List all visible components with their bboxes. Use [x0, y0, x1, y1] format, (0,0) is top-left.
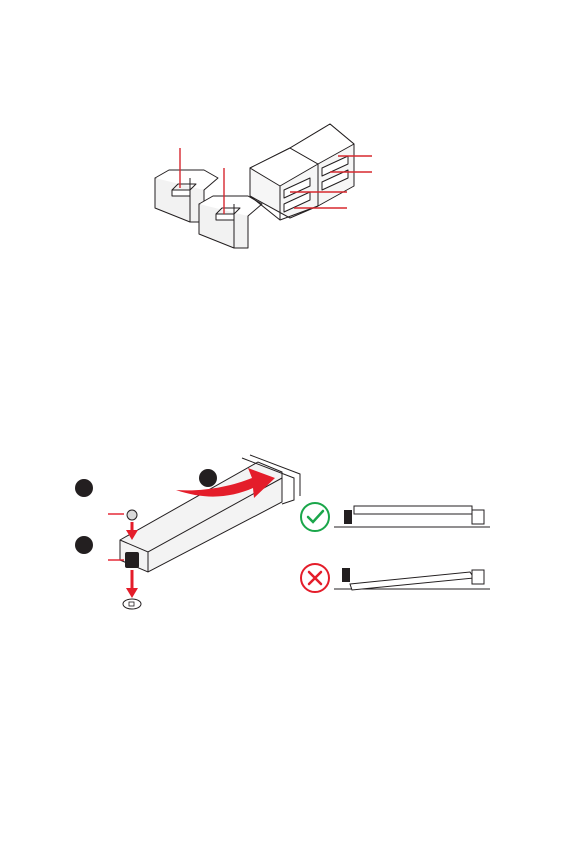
step-badge-3	[75, 536, 93, 554]
m2-standoff	[123, 552, 141, 609]
correct-install-view	[301, 503, 490, 531]
incorrect-install-view	[301, 564, 490, 592]
step-badge-2	[199, 469, 217, 487]
m2-installation-diagram	[0, 440, 567, 640]
check-circle-icon	[301, 503, 329, 531]
sata-connectors-diagram	[0, 0, 567, 300]
sata-port-middle	[199, 196, 262, 248]
step-badge-1	[75, 479, 93, 497]
